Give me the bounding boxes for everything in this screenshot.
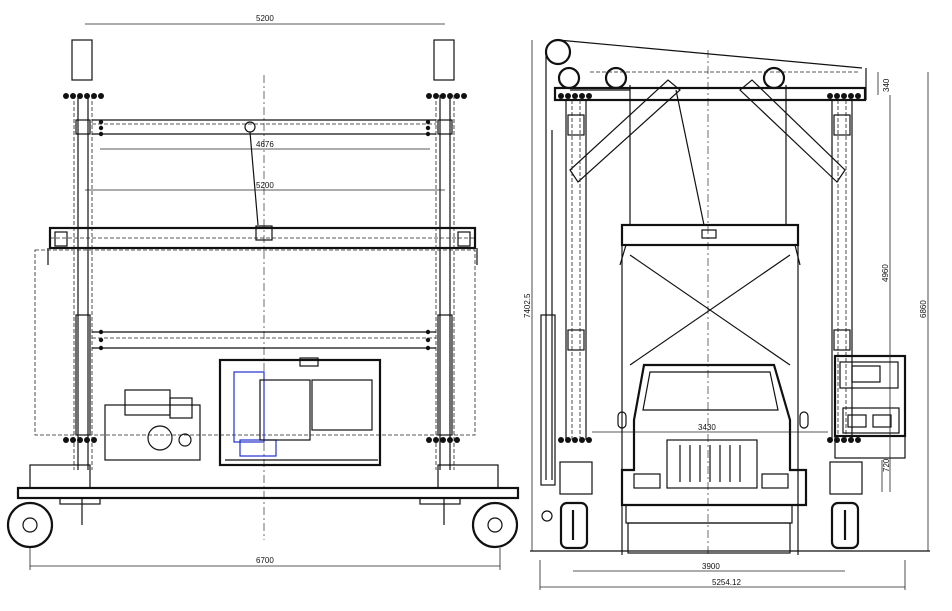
dimension-label: 340: [882, 78, 891, 92]
side-view: 3430 3900: [523, 38, 930, 590]
dimension-label: 6700: [256, 556, 274, 565]
dimension-base-height: 720: [881, 458, 891, 492]
right-wheel: [471, 501, 519, 549]
left-wheel: [6, 501, 54, 549]
dimension-label: 7402.5: [523, 293, 532, 318]
generator-set: [218, 357, 382, 467]
dimension-label: 3900: [702, 562, 720, 571]
dimension-wheel-track: 3900: [573, 562, 845, 572]
right-column: [831, 100, 853, 440]
dimension-total-height: 7402.5: [523, 40, 533, 551]
dimension-label: 720: [882, 458, 891, 472]
diagonal-braces: [569, 79, 846, 183]
dimension-frame-height: 6860: [919, 72, 929, 551]
dimension-overall-width: 6700: [29, 548, 501, 570]
dimension-overall-width: 5254.12: [539, 560, 906, 590]
dimension-label: 3430: [698, 423, 716, 432]
dimension-lift-height: 4960: [881, 95, 891, 492]
upper-crossbar: 4676 5200: [85, 119, 445, 226]
dimension-top-span: 5200: [85, 14, 445, 25]
left-column: [540, 100, 587, 486]
control-cabinet: [833, 354, 907, 459]
spreader-beam: [34, 225, 478, 436]
lower-crossbar: [92, 331, 436, 349]
front-view: 5200: [6, 14, 520, 570]
pulley-system: [544, 38, 863, 120]
truck-front: 3430: [592, 363, 828, 554]
top-beam: [553, 68, 867, 102]
bolt-rows: [558, 93, 861, 443]
dimension-top-offset: 340: [877, 72, 891, 95]
right-wheel-assembly: [829, 461, 863, 550]
dimension-label: 5200: [256, 181, 274, 190]
bolt-rows: [63, 93, 467, 443]
right-column: [433, 39, 455, 470]
base-frame: [16, 464, 520, 525]
dimension-label: 4960: [881, 264, 890, 282]
spreader: [619, 85, 801, 555]
dimension-label: 6860: [919, 300, 928, 318]
dimension-label: 5254.12: [712, 578, 741, 587]
left-column: [71, 39, 93, 470]
left-wheel-assembly: [541, 461, 593, 550]
dimension-label: 5200: [256, 14, 274, 23]
dimension-label: 4676: [256, 140, 274, 149]
hydraulic-motor: [104, 389, 201, 461]
